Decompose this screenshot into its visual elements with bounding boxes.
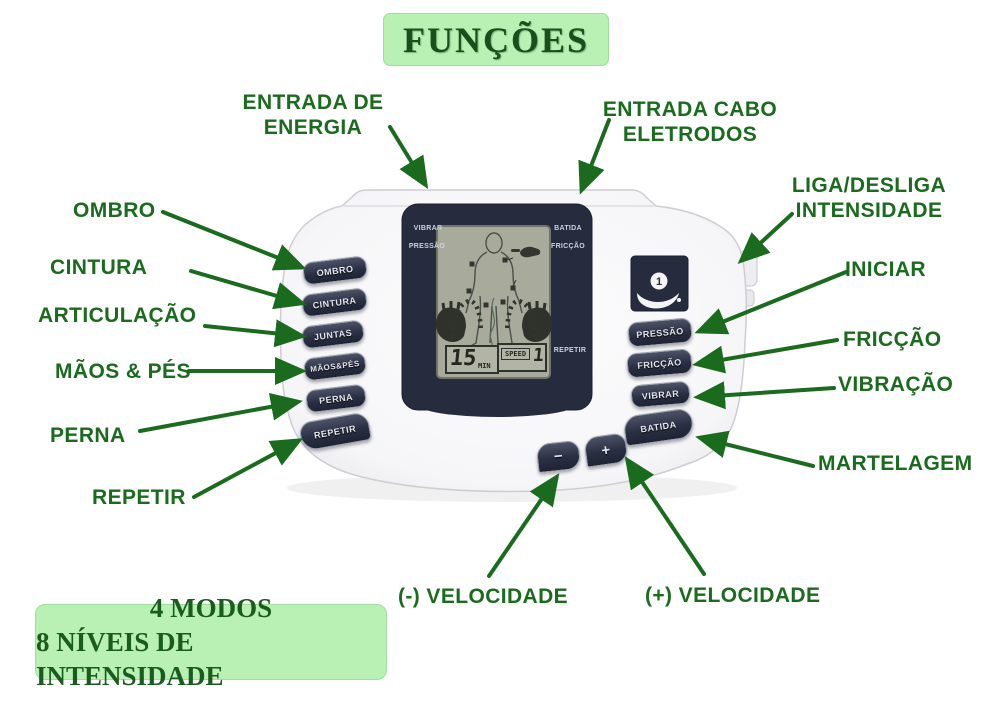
label-liga-desliga: LIGA/DESLIGA INTENSIDADE <box>788 173 950 223</box>
body-figure-graphic <box>465 232 523 351</box>
label-entrada-energia: ENTRADA DE ENERGIA <box>238 90 388 140</box>
arrow-repetir <box>192 438 304 499</box>
info-line-2: 8 NÍVEIS DE INTENSIDADE <box>36 627 224 691</box>
power-panel: 1 <box>630 255 689 312</box>
massage-hand-right-icon <box>504 298 553 342</box>
bezel-label-repetir: REPETIR <box>553 347 587 354</box>
arrow-cintura <box>189 269 307 310</box>
power-dial-digit: 1 <box>656 276 662 288</box>
arrow-vibracao <box>693 381 836 410</box>
arrow-perna <box>138 392 303 433</box>
label-liga-desliga-line2: INTENSIDADE <box>795 199 943 222</box>
label-vel-minus: (-) VELOCIDADE <box>398 585 569 608</box>
label-repetir: REPETIR <box>92 486 186 509</box>
label-entrada-eletrodos-line2: ELETRODOS <box>622 123 758 146</box>
label-entrada-eletrodos-line1: ENTRADA CABO <box>602 98 778 121</box>
label-articulacao: ARTICULAÇÃO <box>38 304 197 327</box>
electrode-pads <box>466 257 517 308</box>
arrow-friccao <box>692 338 839 374</box>
bezel-label-pressao: PRESSÃO <box>408 243 446 250</box>
label-vibracao: VIBRAÇÃO <box>838 373 954 396</box>
bezel-label-friccao: FRICÇÃO <box>551 243 585 250</box>
arrow-iniciar <box>694 270 848 335</box>
label-perna: PERNA <box>50 424 126 447</box>
speed-label: SPEED <box>501 348 531 360</box>
bezel-label-vibrar: VIBRAR <box>413 225 443 232</box>
info-box: 4 MODOS 8 NÍVEIS DE INTENSIDADE <box>35 593 387 691</box>
label-friccao: FRICÇÃO <box>843 328 942 351</box>
info-line-1: 4 MODOS <box>149 593 273 623</box>
arrow-liga-desliga <box>737 212 794 265</box>
lcd-screen <box>436 225 551 379</box>
power-swoosh-icon <box>637 293 679 309</box>
arrow-vel-plus <box>624 456 706 576</box>
arrow-entrada-energia <box>388 125 429 190</box>
bezel-label-batida: BATIDA <box>554 225 582 232</box>
label-martelagem: MARTELAGEM <box>818 452 973 475</box>
massage-hand-left-icon <box>435 298 484 342</box>
pointing-hand-icon <box>511 246 541 258</box>
label-entrada-energia-line2: ENERGIA <box>263 116 363 139</box>
timer-unit: MIN <box>478 362 491 370</box>
title-box: FUNÇÕES <box>383 13 609 66</box>
label-liga-desliga-line1: LIGA/DESLIGA <box>791 174 947 197</box>
label-ombro: OMBRO <box>73 199 156 222</box>
label-maos-pes: MÃOS & PÉS <box>55 360 191 383</box>
label-vel-plus: (+) VELOCIDADE <box>645 584 821 607</box>
page-title: FUNÇÕES <box>402 19 590 60</box>
power-dial-icon[interactable] <box>650 272 668 290</box>
arrow-martelagem <box>695 430 815 468</box>
arrow-vel-minus <box>487 473 560 578</box>
arrow-articulacao <box>203 319 307 348</box>
label-iniciar: INICIAR <box>845 258 926 281</box>
arrow-ombro <box>161 210 307 271</box>
label-entrada-eletrodos: ENTRADA CABO ELETRODOS <box>600 97 780 147</box>
label-entrada-energia-line1: ENTRADA DE <box>242 91 384 114</box>
label-cintura: CINTURA <box>50 256 148 279</box>
arrow-entrada-eletrodos <box>578 118 611 195</box>
